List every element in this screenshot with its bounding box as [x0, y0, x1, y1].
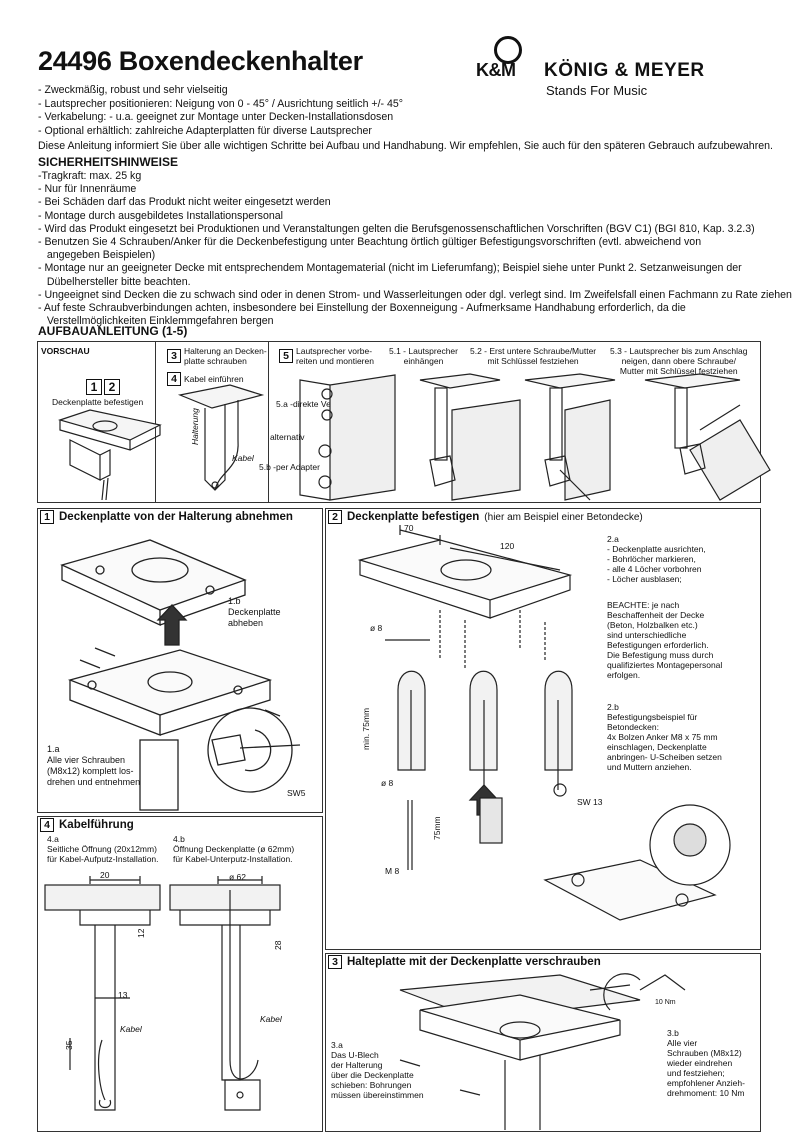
dim-20: 20	[100, 870, 110, 880]
brand-logo: K&M KÖNIG & MEYER Stands For Music	[476, 36, 766, 102]
panel-3	[325, 953, 761, 1132]
step-numbers-1-2: 1 2	[86, 379, 120, 395]
safety-line: Dübelhersteller bitte beachten.	[38, 275, 191, 288]
safety-line: - Nur für Innenräume	[38, 183, 137, 196]
step-5a-label: 5.a -direkte Verschraubung	[276, 399, 379, 409]
step-1a-text: 1.a Alle vier Schrauben (M8x12) komplett…	[47, 744, 141, 787]
note-text: BEACHTE: je nach Beschaffenheit der Deck…	[607, 600, 723, 680]
panel-1-heading: Deckenplatte von der Halterung abnehmen	[59, 511, 293, 523]
step-51-label: 5.1 - Lautsprecher einhängen	[389, 346, 458, 366]
panel-number: 4	[40, 818, 54, 832]
safety-line: - Ungeeignet sind Decken die zu schwach …	[38, 288, 792, 301]
preview-label: VORSCHAU	[41, 346, 90, 356]
panel-4-heading: Kabelführung	[59, 819, 134, 831]
dia-62: ø 62	[229, 872, 247, 882]
step-5-label: Lautsprecher vorbe- reiten und montieren	[296, 346, 374, 366]
intro-bullet: - Lautsprecher positionieren: Neigung vo…	[38, 97, 404, 110]
page-title: 24496 Boxendeckenhalter	[38, 46, 363, 76]
step-number: 1	[86, 379, 102, 395]
dia-8-b-label: ø 8	[381, 778, 394, 788]
dim-70: 70	[404, 523, 414, 533]
step-4b-text: 4.b Öffnung Deckenplatte (ø 62mm) für Ka…	[173, 834, 295, 864]
intro-bullet: - Zweckmäßig, robust und sehr vielseitig	[38, 84, 228, 96]
safety-line: - Auf feste Schraubverbindungen achten, …	[38, 302, 686, 315]
safety-line: - Montage durch ausgebildetes Installati…	[38, 209, 283, 222]
brand-tagline: Stands For Music	[546, 83, 648, 98]
step-number: 5	[279, 349, 293, 363]
panel-4-title: 4 Kabelführung	[40, 818, 134, 832]
panel-number: 3	[328, 955, 342, 969]
intro-sentence: Diese Anleitung informiert Sie über alle…	[38, 140, 773, 152]
panel-3-heading: Halteplatte mit der Deckenplatte verschr…	[347, 956, 601, 968]
safety-line: angegeben Beispielen)	[38, 249, 156, 262]
panel-1	[37, 508, 323, 813]
preview-strip	[37, 341, 761, 503]
step-2a-text: 2.a - Deckenplatte ausrichten, - Bohrlöc…	[607, 534, 706, 584]
panel-2-title: 2 Deckenplatte befestigen (hier am Beisp…	[328, 510, 643, 524]
step-52-label: 5.2 - Erst untere Schraube/Mutter mit Sc…	[470, 346, 597, 366]
preview-divider	[268, 341, 269, 502]
intro-list: - Zweckmäßig, robust und sehr vielseitig…	[38, 84, 403, 138]
dim-120: 120	[500, 541, 515, 551]
m8-label: M 8	[385, 866, 400, 876]
assembly-heading: AUFBAUANLEITUNG (1-5)	[38, 324, 188, 338]
step-3-label: Halterung an Decken- platte schrauben	[184, 346, 267, 366]
panel-4	[37, 816, 323, 1132]
step-number: 3	[167, 349, 181, 363]
safety-line: - Wird das Produkt eingesetzt bei Produk…	[38, 222, 755, 235]
panel-2-subtitle: (hier am Beispiel einer Betondecke)	[484, 511, 643, 523]
panel-2	[325, 508, 761, 950]
step-4a-text: 4.a Seitliche Öffnung (20x12mm) für Kabe…	[47, 834, 159, 864]
step-number: 2	[104, 379, 120, 395]
safety-line: -Tragkraft: max. 25 kg	[38, 170, 142, 182]
dim-13: 13	[118, 990, 128, 1000]
step-3a-text: 3.a Das U-Blech der Halterung über die D…	[331, 1040, 424, 1100]
safety-line: Verstellmöglichkeiten Einklemmgefahren b…	[38, 315, 274, 328]
sw5-label: SW5	[287, 788, 306, 798]
step-3b-text: 3.b Alle vier Schrauben (M8x12) wieder e…	[667, 1028, 745, 1098]
km-logo-icon	[494, 36, 522, 64]
safety-line: - Montage nur an geeigneter Decke mit en…	[38, 262, 742, 275]
panel-3-title: 3 Halteplatte mit der Deckenplatte versc…	[328, 955, 601, 969]
safety-line: - Bei Schäden darf das Produkt nicht wei…	[38, 196, 331, 209]
alternativ-label: alternativ	[270, 432, 305, 442]
kabel-label-4a: Kabel	[120, 1024, 142, 1034]
logo-mark: K&M	[476, 60, 516, 80]
step-number: 4	[167, 372, 181, 386]
brand-name: KÖNIG & MEYER	[544, 60, 705, 81]
step-2b-text: 2.b Befestigungsbeispiel für Betondecken…	[607, 702, 722, 772]
panel-2-heading: Deckenplatte befestigen	[347, 511, 480, 523]
kabel-label-4b: Kabel	[260, 1014, 282, 1024]
kabel-label: Kabel	[232, 453, 254, 463]
safety-heading: SICHERHEITSHINWEISE	[38, 155, 179, 169]
safety-list: -Tragkraft: max. 25 kg - Nur für Innenrä…	[38, 170, 792, 328]
dia-8-label: ø 8	[370, 623, 383, 633]
preview-divider	[155, 341, 156, 502]
step-53-label: 5.3 - Lautsprecher bis zum Anschlag neig…	[610, 346, 748, 376]
step-1b-text: 1.b Deckenplatte abheben	[228, 596, 281, 628]
panel-1-title: 1 Deckenplatte von der Halterung abnehme…	[40, 510, 293, 524]
step-1-2-label: Deckenplatte befestigen	[52, 397, 144, 407]
intro-bullet: - Verkabelung: - u.a. geeignet zur Monta…	[38, 111, 394, 124]
step-5b-label: 5.b -per Adapter	[259, 462, 320, 472]
panel-number: 2	[328, 510, 342, 524]
torque-label: 10 Nm	[655, 999, 676, 1006]
step-4-label: Kabel einführen	[184, 374, 244, 384]
safety-line: - Benutzen Sie 4 Schrauben/Anker für die…	[38, 236, 702, 249]
intro-bullet: - Optional erhältlich: zahlreiche Adapte…	[38, 124, 372, 137]
panel-number: 1	[40, 510, 54, 524]
sw13-label: SW 13	[577, 797, 603, 807]
